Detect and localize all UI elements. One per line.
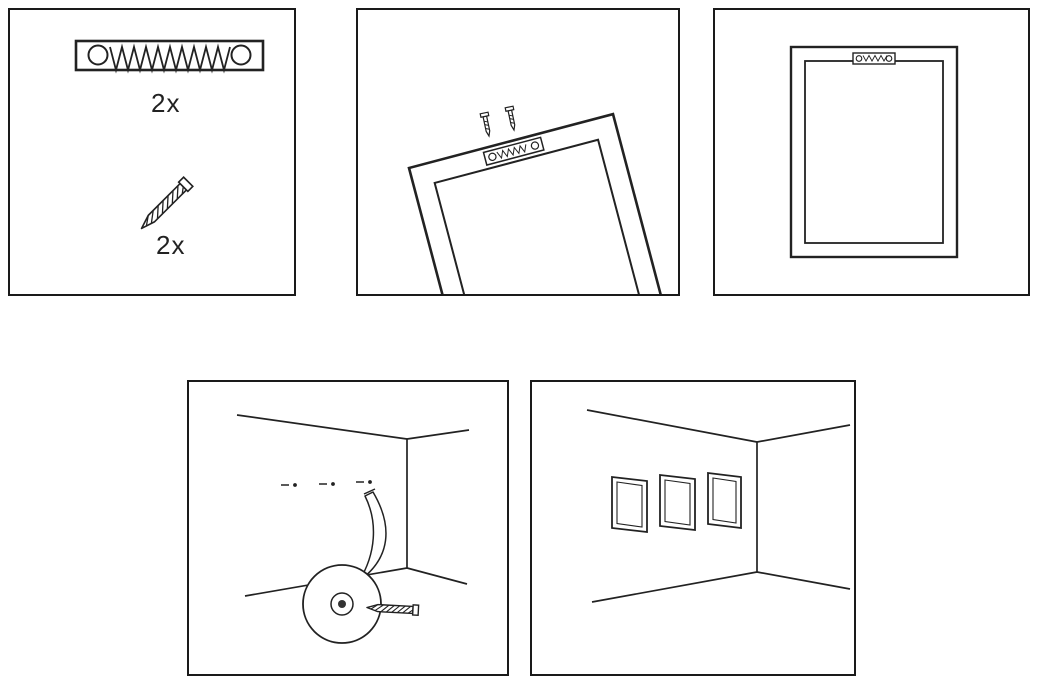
- panel-step-frame-front: [713, 8, 1030, 296]
- picture-frame-front: [611, 475, 648, 534]
- panel-step-attach-hanger: [356, 8, 680, 296]
- attach-hanger-illustration: [407, 105, 678, 294]
- frame-front-illustration: [789, 45, 959, 259]
- panel-step-parts: 2x 2x: [8, 8, 296, 296]
- sawtooth-hanger-icon: [74, 39, 265, 74]
- tape-measure-icon: [302, 488, 387, 644]
- sawtooth-hanger-icon: [852, 52, 896, 65]
- panel-step-hang-frames: [530, 380, 856, 676]
- parts-illustration: [74, 39, 265, 230]
- hanger-quantity-label: 2x: [151, 88, 181, 118]
- mark-wall-illustration: [236, 414, 470, 644]
- hung-frames: [611, 471, 742, 534]
- picture-frame-front: [659, 473, 696, 532]
- screw-icon: [366, 603, 420, 617]
- screw-icon: [504, 105, 516, 132]
- picture-frame-tilted: [407, 112, 678, 294]
- screw-icon: [479, 111, 491, 138]
- picture-frame-front: [707, 471, 742, 530]
- hang-frames-illustration: [586, 409, 851, 603]
- panel-step-mark-wall: [187, 380, 509, 676]
- picture-frame-front: [789, 45, 959, 259]
- screw-quantity-label: 2x: [156, 230, 186, 260]
- sawtooth-hanger-icon: [482, 136, 545, 166]
- room-corner: [586, 409, 851, 603]
- wall-marks: [281, 480, 372, 487]
- screw-icon: [140, 176, 194, 230]
